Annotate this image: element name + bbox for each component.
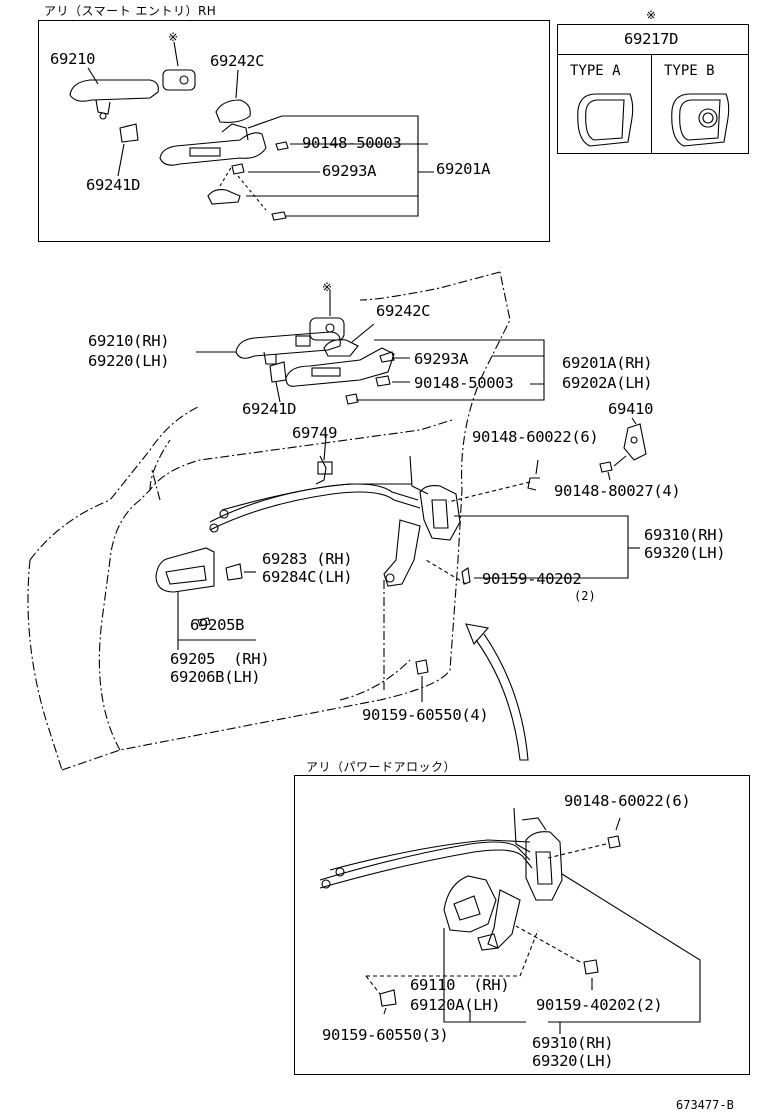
table-column-divider <box>651 54 653 153</box>
main-label-69205: 69205 (RH) <box>170 650 270 668</box>
type-a-cover-drawing <box>577 93 634 147</box>
box2-label-69110: 69110 (RH) <box>410 976 510 994</box>
box1-star-marker: ※ <box>168 30 179 44</box>
main-label-90159-40202: 90159-40202 <box>482 570 582 588</box>
main-label-69320: 69320(LH) <box>644 544 726 562</box>
main-label-69241d: 69241D <box>242 400 297 418</box>
catalog-reference: 673477-B <box>676 1098 734 1112</box>
table-star-marker: ※ <box>646 8 657 22</box>
main-label-69749: 69749 <box>292 424 338 442</box>
type-b-cover-drawing <box>671 93 730 147</box>
main-label-69283: 69283 (RH) <box>262 550 353 568</box>
table-header-divider <box>557 54 748 56</box>
main-label-69201a: 69201A(RH) <box>562 354 653 372</box>
box1-label-69210: 69210 <box>50 50 96 68</box>
box1-label-69293a: 69293A <box>322 162 377 180</box>
direction-arrow <box>465 623 529 761</box>
main-label-69210: 69210(RH) <box>88 332 170 350</box>
box1-label-69241d: 69241D <box>86 176 141 194</box>
box2-title: アリ（パワードアロック） <box>306 760 457 774</box>
main-label-69205b: 69205B <box>190 616 245 634</box>
main-label-69202a: 69202A(LH) <box>562 374 653 392</box>
main-label-69410: 69410 <box>608 400 654 418</box>
box2-label-69320: 69320(LH) <box>532 1052 614 1070</box>
box1-label-90148-50003: 90148-50003 <box>302 134 402 152</box>
power-door-lock-box <box>294 775 750 1075</box>
main-label-90159-60550: 90159-60550(4) <box>362 706 489 724</box>
box1-label-69242c: 69242C <box>210 52 265 70</box>
table-type-b: TYPE B <box>664 63 715 79</box>
main-label-90148-60022: 90148-60022(6) <box>472 428 599 446</box>
box1-label-69201a: 69201A <box>436 160 491 178</box>
main-label-90159-40202-qty: (2) <box>574 589 596 603</box>
main-label-90148-80027: 90148-80027(4) <box>554 482 681 500</box>
table-type-a: TYPE A <box>570 63 621 79</box>
main-star-marker: ※ <box>322 280 333 294</box>
box2-label-69120a: 69120A(LH) <box>410 996 501 1014</box>
main-lock-drawing <box>155 435 640 702</box>
main-label-69206b: 69206B(LH) <box>170 668 261 686</box>
main-label-69242c: 69242C <box>376 302 431 320</box>
smart-entry-box <box>38 20 550 242</box>
box2-label-90159-40202: 90159-40202(2) <box>536 996 663 1014</box>
door-outline <box>27 271 511 771</box>
main-label-69310: 69310(RH) <box>644 526 726 544</box>
main-label-69284c: 69284C(LH) <box>262 568 353 586</box>
box2-label-90159-60550: 90159-60550(3) <box>322 1026 449 1044</box>
striker-bracket <box>599 417 647 481</box>
box1-drawing <box>69 41 434 221</box>
main-label-69220: 69220(LH) <box>88 352 170 370</box>
cover-type-table <box>557 24 749 154</box>
box1-title: アリ（スマート エントリ）RH <box>44 4 217 18</box>
box2-drawing <box>319 807 701 1034</box>
box2-label-90148-60022: 90148-60022(6) <box>564 792 691 810</box>
box2-label-69310: 69310(RH) <box>532 1034 614 1052</box>
main-handle-drawing <box>196 290 545 405</box>
main-label-69293a: 69293A <box>414 350 469 368</box>
table-part-69217d: 69217D <box>624 30 679 48</box>
main-label-90148-50003: 90148-50003 <box>414 374 514 392</box>
